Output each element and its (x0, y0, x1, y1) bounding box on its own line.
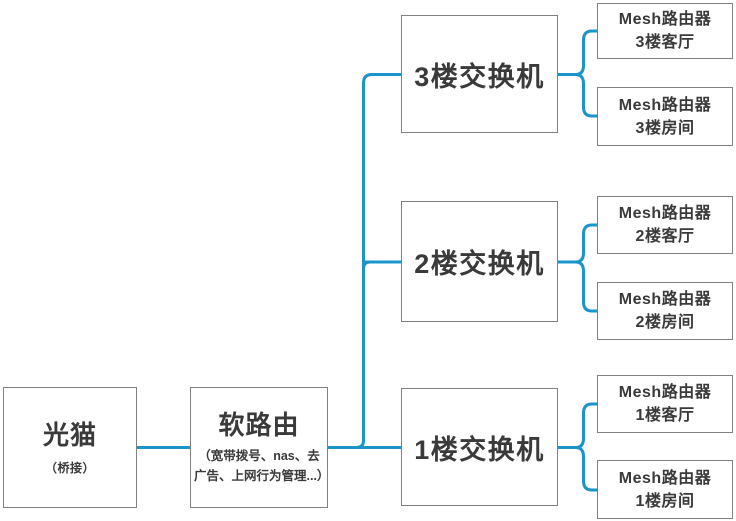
mesh-floor2-room-line1: Mesh路由器 (618, 291, 712, 308)
mesh-floor2-room-line2: 2楼房间 (635, 314, 695, 331)
switch-floor1-label: 1楼交换机 (414, 434, 545, 465)
mesh-floor1-living-line1: Mesh路由器 (618, 384, 712, 401)
wire-switch3-brace (574, 29, 597, 118)
node-switch-floor3: 3楼交换机 (401, 15, 558, 133)
mesh-floor2-living-line2: 2楼客厅 (635, 228, 695, 245)
switch-floor3-label: 3楼交换机 (414, 61, 545, 92)
mesh-floor1-room-line2: 1楼房间 (635, 492, 695, 510)
node-mesh-router-floor2-bedroom: Mesh路由器 2楼房间 (597, 282, 733, 340)
node-soft-router: 软路由 （宽带拨号、nas、去广告、上网行为管理...） (190, 387, 330, 508)
mesh-floor3-living-line1: Mesh路由器 (618, 11, 712, 28)
node-switch-floor1: 1楼交换机 (401, 388, 558, 506)
mesh-floor1-room-line1: Mesh路由器 (618, 469, 712, 487)
node-mesh-router-floor1-bedroom: Mesh路由器 1楼房间 (597, 460, 733, 519)
node-mesh-router-floor3-bedroom: Mesh路由器 3楼房间 (597, 87, 733, 146)
switch-floor2-label: 2楼交换机 (414, 249, 545, 279)
wire-trunk-branch2-fillet (362, 260, 371, 269)
mesh-floor3-living-line2: 3楼客厅 (635, 34, 695, 51)
mesh-floor2-living-line1: Mesh路由器 (618, 205, 712, 222)
node-mesh-router-floor1-living-room: Mesh路由器 1楼客厅 (597, 375, 733, 433)
node-optical-modem: 光猫 （桥接） (3, 387, 137, 508)
soft-router-subtitle: （宽带拨号、nas、去广告、上网行为管理...） (194, 448, 330, 483)
mesh-floor3-room-line1: Mesh路由器 (618, 96, 712, 114)
mesh-floor1-living-line2: 1楼客厅 (635, 407, 695, 424)
wire-trunk-to-switch3 (356, 73, 401, 449)
optical-modem-subtitle: （桥接） (44, 460, 95, 475)
mesh-floor3-room-line2: 3楼房间 (635, 119, 695, 137)
node-switch-floor2: 2楼交换机 (401, 201, 558, 322)
optical-modem-title: 光猫 (42, 419, 97, 450)
node-mesh-router-floor3-living-room: Mesh路由器 3楼客厅 (597, 3, 733, 59)
soft-router-title: 软路由 (218, 409, 300, 440)
node-mesh-router-floor2-living-room: Mesh路由器 2楼客厅 (597, 196, 733, 254)
wire-switch1-brace (574, 402, 597, 492)
wire-switch2-brace (574, 223, 597, 313)
